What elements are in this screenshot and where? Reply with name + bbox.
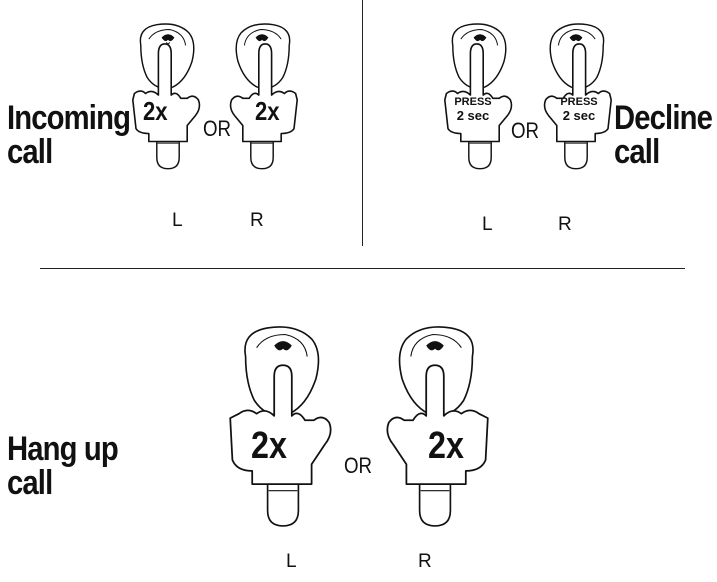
incoming-call-title: Incoming call [7, 99, 131, 171]
hangup-right-label: R [418, 551, 432, 572]
incoming-right-label: R [250, 210, 264, 231]
decline-left-press-label: PRESS 2 sec [451, 96, 495, 122]
incoming-left-label: L [172, 210, 183, 231]
incoming-right-earbud-hand-icon [229, 23, 298, 170]
decline-title-line1: Decline [614, 99, 713, 137]
hangup-right-earbud-hand-icon [386, 326, 489, 527]
hangup-or-text: OR [344, 453, 373, 478]
decline-right-label: R [558, 214, 572, 235]
hangup-left-tap-label: 2x [251, 425, 287, 467]
incoming-left-earbud-hand-icon [132, 23, 201, 170]
incoming-right-tap-label: 2x [255, 96, 280, 126]
decline-right-press-top: PRESS [560, 96, 598, 108]
horizontal-divider [40, 268, 685, 269]
incoming-or-text: OR [203, 116, 232, 141]
decline-or-text: OR [511, 118, 540, 143]
hangup-left-label: L [286, 551, 297, 572]
incoming-left-tap-label: 2x [143, 96, 168, 126]
decline-right-press-bottom: 2 sec [562, 108, 596, 123]
hangup-call-title: Hang up call [7, 430, 119, 502]
vertical-divider [362, 0, 363, 246]
hangup-title-line2: call [7, 464, 53, 502]
decline-right-earbud-hand-icon [543, 23, 612, 170]
hangup-right-tap-label: 2x [428, 425, 464, 467]
decline-left-press-top: PRESS [454, 96, 492, 108]
decline-title-line2: call [614, 133, 660, 171]
decline-left-label: L [482, 214, 493, 235]
hangup-title-line1: Hang up [7, 430, 119, 468]
decline-left-press-bottom: 2 sec [456, 108, 490, 123]
incoming-title-line1: Incoming [7, 99, 131, 137]
decline-right-press-label: PRESS 2 sec [557, 96, 601, 122]
decline-call-title: Decline call [614, 99, 713, 171]
incoming-title-line2: call [7, 133, 53, 171]
decline-left-earbud-hand-icon [444, 23, 513, 170]
hangup-left-earbud-hand-icon [229, 326, 332, 527]
